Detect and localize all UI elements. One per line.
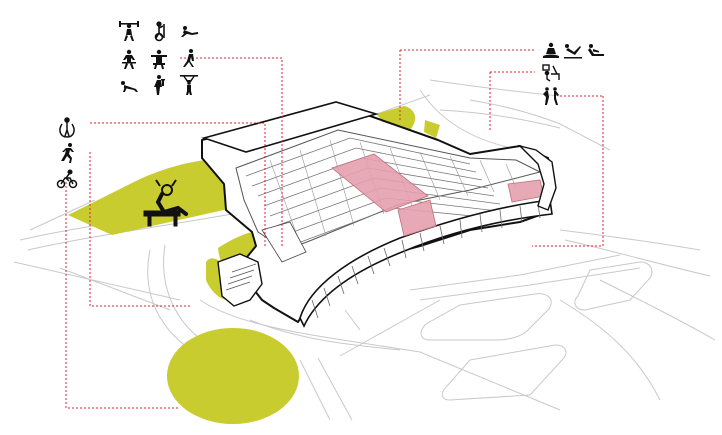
curved-facade [299,199,553,328]
jump-rope-icon [56,116,78,138]
east-wing [517,144,557,211]
dance-icon [540,86,562,108]
leader-jumprope [90,122,266,246]
studio-space-west [397,199,437,237]
stretching-icon [178,20,200,42]
north-wing [201,101,379,153]
leader-lines [65,49,604,409]
chest-press-icon [148,48,170,70]
meditation-icon [540,40,562,62]
plaza-circle [167,328,299,424]
leader-running [89,152,190,307]
facade-fins [311,203,541,319]
dumbbell-curl-icon [148,74,170,96]
yoga-pose-icon [562,40,584,62]
outdoor-bench-workout-icon [143,179,188,227]
pullup-icon [178,74,200,96]
seated-stretch-icon [584,40,606,62]
leader-cycling [65,182,180,409]
cycling-icon [56,168,78,190]
ground-lines [13,79,716,421]
pushup-icon [118,74,140,96]
desk-study-icon [540,62,562,84]
parking-outlines [420,261,653,401]
program-spaces [331,153,545,237]
lunge-icon [178,48,200,70]
entrance-steps [225,263,257,291]
fitness-icon [118,48,140,70]
inner-court [261,221,307,263]
building-block [201,101,557,328]
elliptical-icon [148,20,170,42]
east-edge-lawn [424,120,440,138]
weightlifting-icon [118,20,140,42]
running-icon [56,142,78,164]
leader-dance [532,96,604,247]
outdoor-fitness-lawn [68,160,246,235]
leader-gym [180,57,283,246]
main-hall-space [331,153,429,213]
